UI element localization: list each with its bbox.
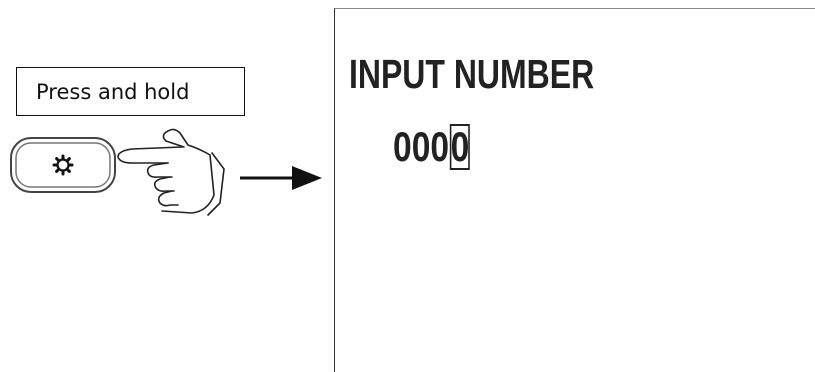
callout-label: Press and hold [36, 79, 190, 104]
gear-icon [52, 154, 74, 176]
right-arrow-icon [240, 166, 322, 190]
screen-title: INPUT NUMBER [349, 51, 595, 97]
digit: 0 [430, 123, 450, 170]
settings-button[interactable] [9, 136, 117, 194]
pointing-hand-icon [117, 128, 225, 216]
number-input-display[interactable]: 0 0 0 0 [393, 123, 471, 170]
digit: 0 [393, 123, 412, 170]
display-screen: INPUT NUMBER 0 0 0 0 [334, 8, 815, 372]
digit: 0 [411, 123, 431, 170]
press-and-hold-callout: Press and hold [16, 67, 245, 116]
active-digit-cursor[interactable]: 0 [449, 123, 471, 170]
